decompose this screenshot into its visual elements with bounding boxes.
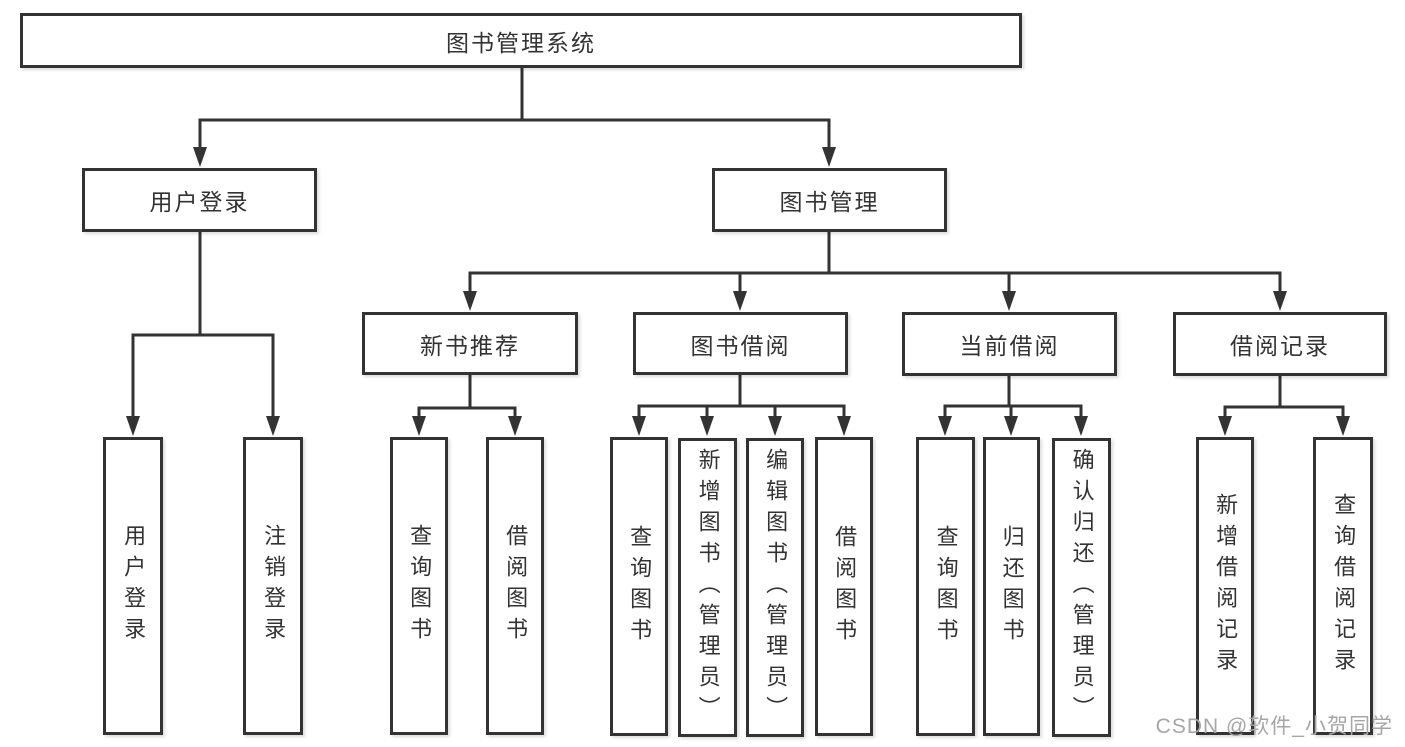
node-label: 图书管理 bbox=[779, 189, 880, 215]
node-current-borrow: 当前借阅 bbox=[902, 312, 1117, 376]
leaf-record-add: 新增借阅记录 bbox=[1196, 437, 1254, 735]
node-label: 用户登录 bbox=[149, 189, 250, 215]
leaf-borrow-query-book: 查询图书 bbox=[610, 437, 668, 736]
node-label: 查询图书 bbox=[933, 524, 959, 649]
leaf-current-query-book: 查询图书 bbox=[916, 437, 975, 736]
node-label: 图书管理系统 bbox=[446, 29, 596, 56]
node-label: 借阅图书 bbox=[832, 524, 858, 649]
node-label: 用户登录 bbox=[121, 524, 147, 648]
leaf-recommend-borrow-book: 借阅图书 bbox=[486, 437, 544, 735]
node-label: 查询图书 bbox=[407, 524, 433, 648]
node-label: 新书推荐 bbox=[420, 332, 520, 359]
node-label: 查询借阅记录 bbox=[1331, 493, 1357, 679]
node-label: 借阅记录 bbox=[1230, 333, 1330, 359]
leaf-record-query: 查询借阅记录 bbox=[1313, 437, 1373, 735]
leaf-recommend-query-book: 查询图书 bbox=[390, 437, 448, 735]
node-label: 新增图书（管理员） bbox=[695, 448, 721, 727]
node-label: 确认归还（管理员） bbox=[1069, 448, 1095, 727]
leaf-current-confirm-return: 确认归还（管理员） bbox=[1052, 438, 1111, 737]
leaf-borrow-add-book: 新增图书（管理员） bbox=[678, 438, 737, 737]
node-label: 注销登录 bbox=[261, 524, 287, 648]
node-label: 图书借阅 bbox=[690, 332, 791, 359]
node-label: 借阅图书 bbox=[503, 524, 529, 648]
leaf-user-login: 用户登录 bbox=[103, 437, 163, 735]
node-book-borrow: 图书借阅 bbox=[633, 312, 848, 375]
node-label: 当前借阅 bbox=[959, 333, 1060, 359]
leaf-current-return-book: 归还图书 bbox=[983, 437, 1040, 736]
node-new-book-recommend: 新书推荐 bbox=[362, 312, 578, 375]
leaf-borrow-edit-book: 编辑图书（管理员） bbox=[746, 438, 804, 737]
leaf-logout: 注销登录 bbox=[243, 437, 303, 735]
csdn-watermark: CSDN @软件_小贺同学 bbox=[1155, 715, 1393, 738]
node-borrow-record: 借阅记录 bbox=[1173, 312, 1387, 376]
node-root: 图书管理系统 bbox=[20, 13, 1022, 68]
node-label: 编辑图书（管理员） bbox=[763, 448, 789, 727]
leaf-borrow-borrow-book: 借阅图书 bbox=[815, 437, 873, 736]
node-user-login: 用户登录 bbox=[82, 168, 317, 232]
node-book-management: 图书管理 bbox=[712, 168, 947, 232]
node-label: 查询图书 bbox=[627, 524, 653, 649]
node-label: 新增借阅记录 bbox=[1213, 493, 1239, 679]
node-label: 归还图书 bbox=[999, 524, 1025, 649]
